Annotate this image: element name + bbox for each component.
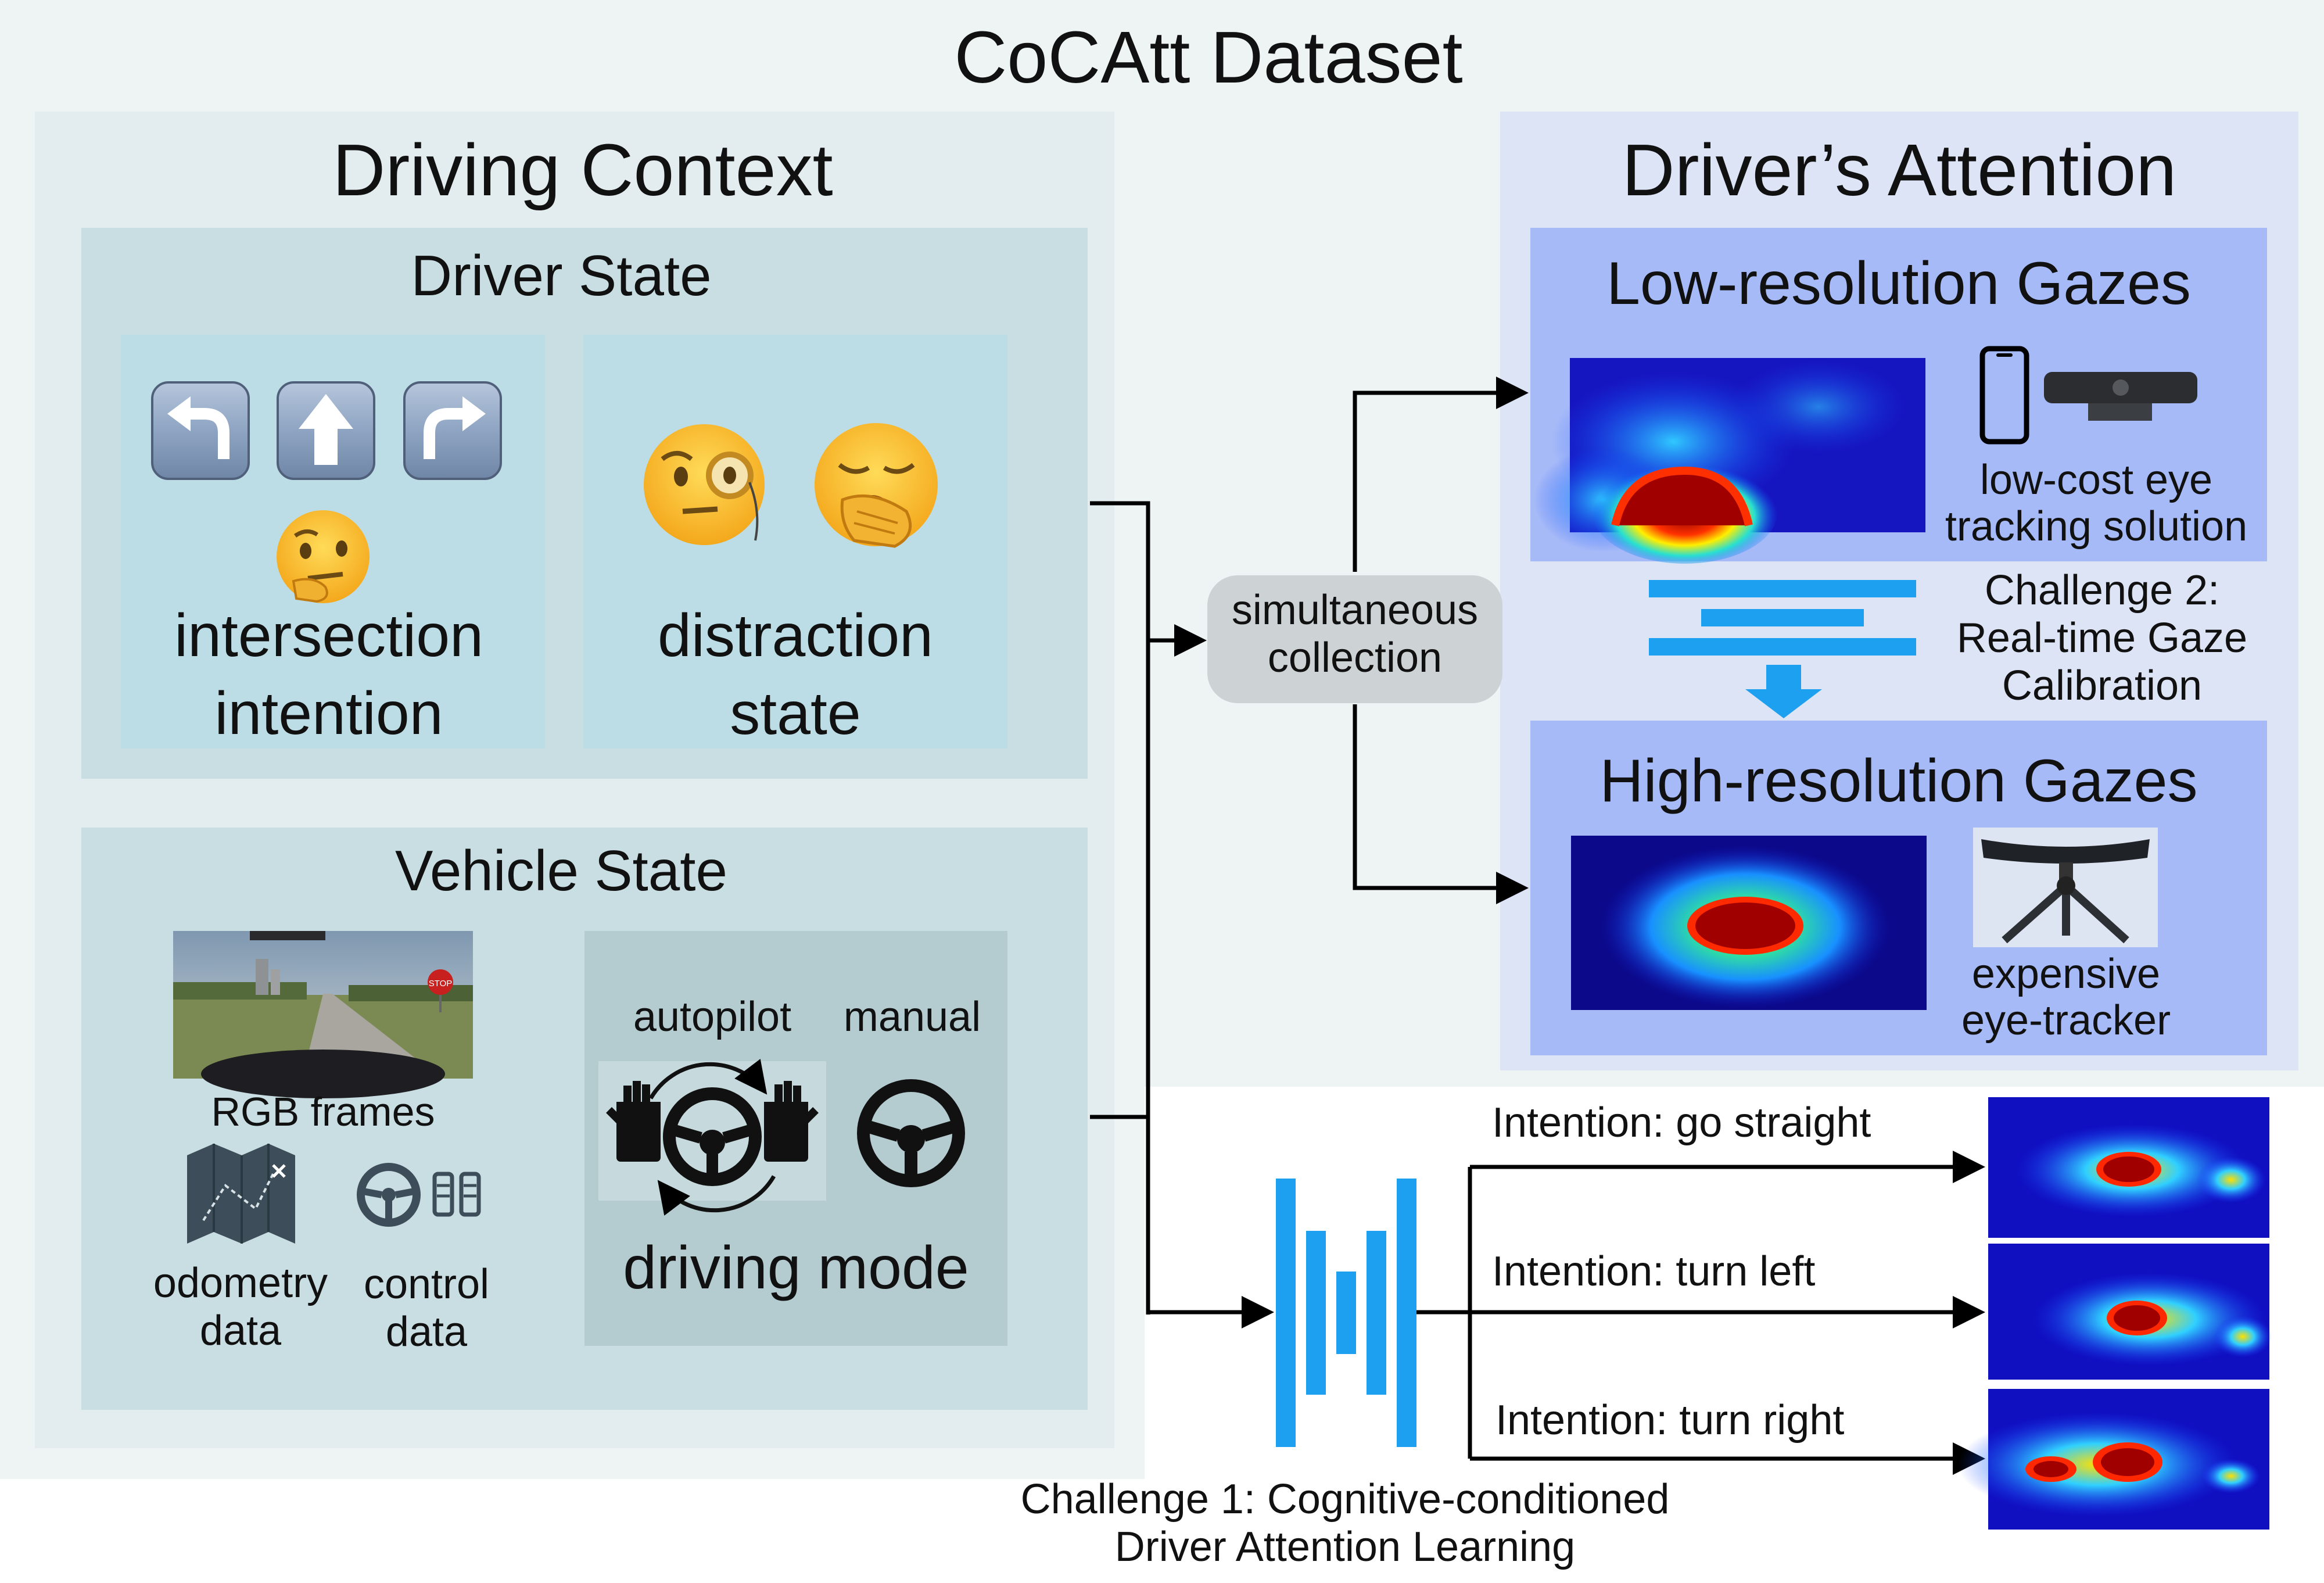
distraction-state-box (583, 335, 1007, 748)
rgb-frame-image (173, 931, 473, 1098)
output-heatmap-go-straight (1988, 1097, 2269, 1238)
simultaneous-collection-label-line2: collection (1267, 635, 1443, 681)
expensive-eye-tracker-label-line1: expensive (1971, 951, 2161, 997)
low-cost-eye-tracking-label-line2: tracking solution (1945, 503, 2248, 550)
low-cost-eye-tracking-label-line1: low-cost eye (1979, 457, 2213, 503)
intention-go-straight-label: Intention: go straight (1492, 1099, 1871, 1146)
intention-turn-left-label: Intention: turn left (1492, 1248, 1816, 1295)
distraction-state-label-line1: distraction (658, 602, 933, 669)
rgb-frames-label: RGB frames (211, 1089, 435, 1134)
thinking-face-icon (277, 510, 370, 603)
go-straight-icon (277, 381, 375, 480)
odometry-map-icon (187, 1144, 295, 1244)
control-data-label-line2: data (385, 1309, 468, 1355)
vehicle-state-title: Vehicle State (394, 839, 728, 902)
expensive-eye-tracker-label-line2: eye-tracker (1961, 997, 2171, 1044)
output-heatmap-turn-left (1988, 1244, 2272, 1380)
challenge-2-label-line3: Calibration (2002, 662, 2203, 709)
intersection-intention-label-line1: intersection (174, 602, 483, 669)
connector-lines (1090, 377, 1985, 1475)
odometry-data-label-line2: data (199, 1308, 282, 1354)
high-res-gazes-title: High-resolution Gazes (1599, 747, 2198, 815)
stop-sign-text: STOP (429, 979, 453, 989)
autopilot-icon (606, 1059, 819, 1216)
driving-context-title: Driving Context (332, 129, 833, 211)
intention-turn-right-label: Intention: turn right (1495, 1397, 1845, 1444)
low-res-heatmap (1534, 358, 1925, 564)
turn-left-icon (151, 381, 250, 480)
low-res-gazes-title: Low-resolution Gazes (1606, 250, 2191, 317)
driving-mode-label: driving mode (623, 1234, 969, 1302)
challenge-1-label-line2: Driver Attention Learning (1114, 1524, 1576, 1570)
turn-right-icon (403, 381, 502, 480)
challenge-2-label-line1: Challenge 2: (1984, 567, 2220, 614)
calibration-icon (1649, 580, 1916, 718)
eye-tracker-icon (1973, 828, 2158, 947)
manual-label: manual (843, 994, 981, 1040)
webcam-icon (2044, 372, 2197, 421)
attention-network-icon (1276, 1179, 1416, 1447)
drivers-attention-title: Driver’s Attention (1622, 129, 2177, 211)
distraction-state-label-line2: state (730, 680, 861, 747)
odometry-data-label-line1: odometry (153, 1260, 328, 1306)
simultaneous-collection-label-line1: simultaneous (1231, 587, 1479, 633)
simultaneous-collection-bubble (1207, 575, 1502, 703)
challenge-2-label-line2: Real-time Gaze (1956, 615, 2248, 661)
control-steering-icon (357, 1163, 421, 1227)
challenge-1-label-line1: Challenge 1: Cognitive-conditioned (1020, 1476, 1670, 1523)
output-heatmap-turn-right (1958, 1389, 2269, 1530)
face-with-monocle-icon (644, 424, 765, 545)
manual-steering-icon (857, 1079, 965, 1187)
autopilot-label: autopilot (633, 994, 792, 1040)
high-res-heatmap (1571, 836, 1927, 1010)
control-data-label-line1: control (363, 1261, 490, 1308)
phone-icon (1979, 346, 2029, 445)
diagram-title: CoCAtt Dataset (954, 16, 1463, 98)
intersection-intention-label-line2: intention (214, 680, 443, 747)
pedals-icon (432, 1172, 481, 1217)
yawning-face-icon (815, 423, 938, 548)
driver-state-title: Driver State (411, 243, 712, 307)
